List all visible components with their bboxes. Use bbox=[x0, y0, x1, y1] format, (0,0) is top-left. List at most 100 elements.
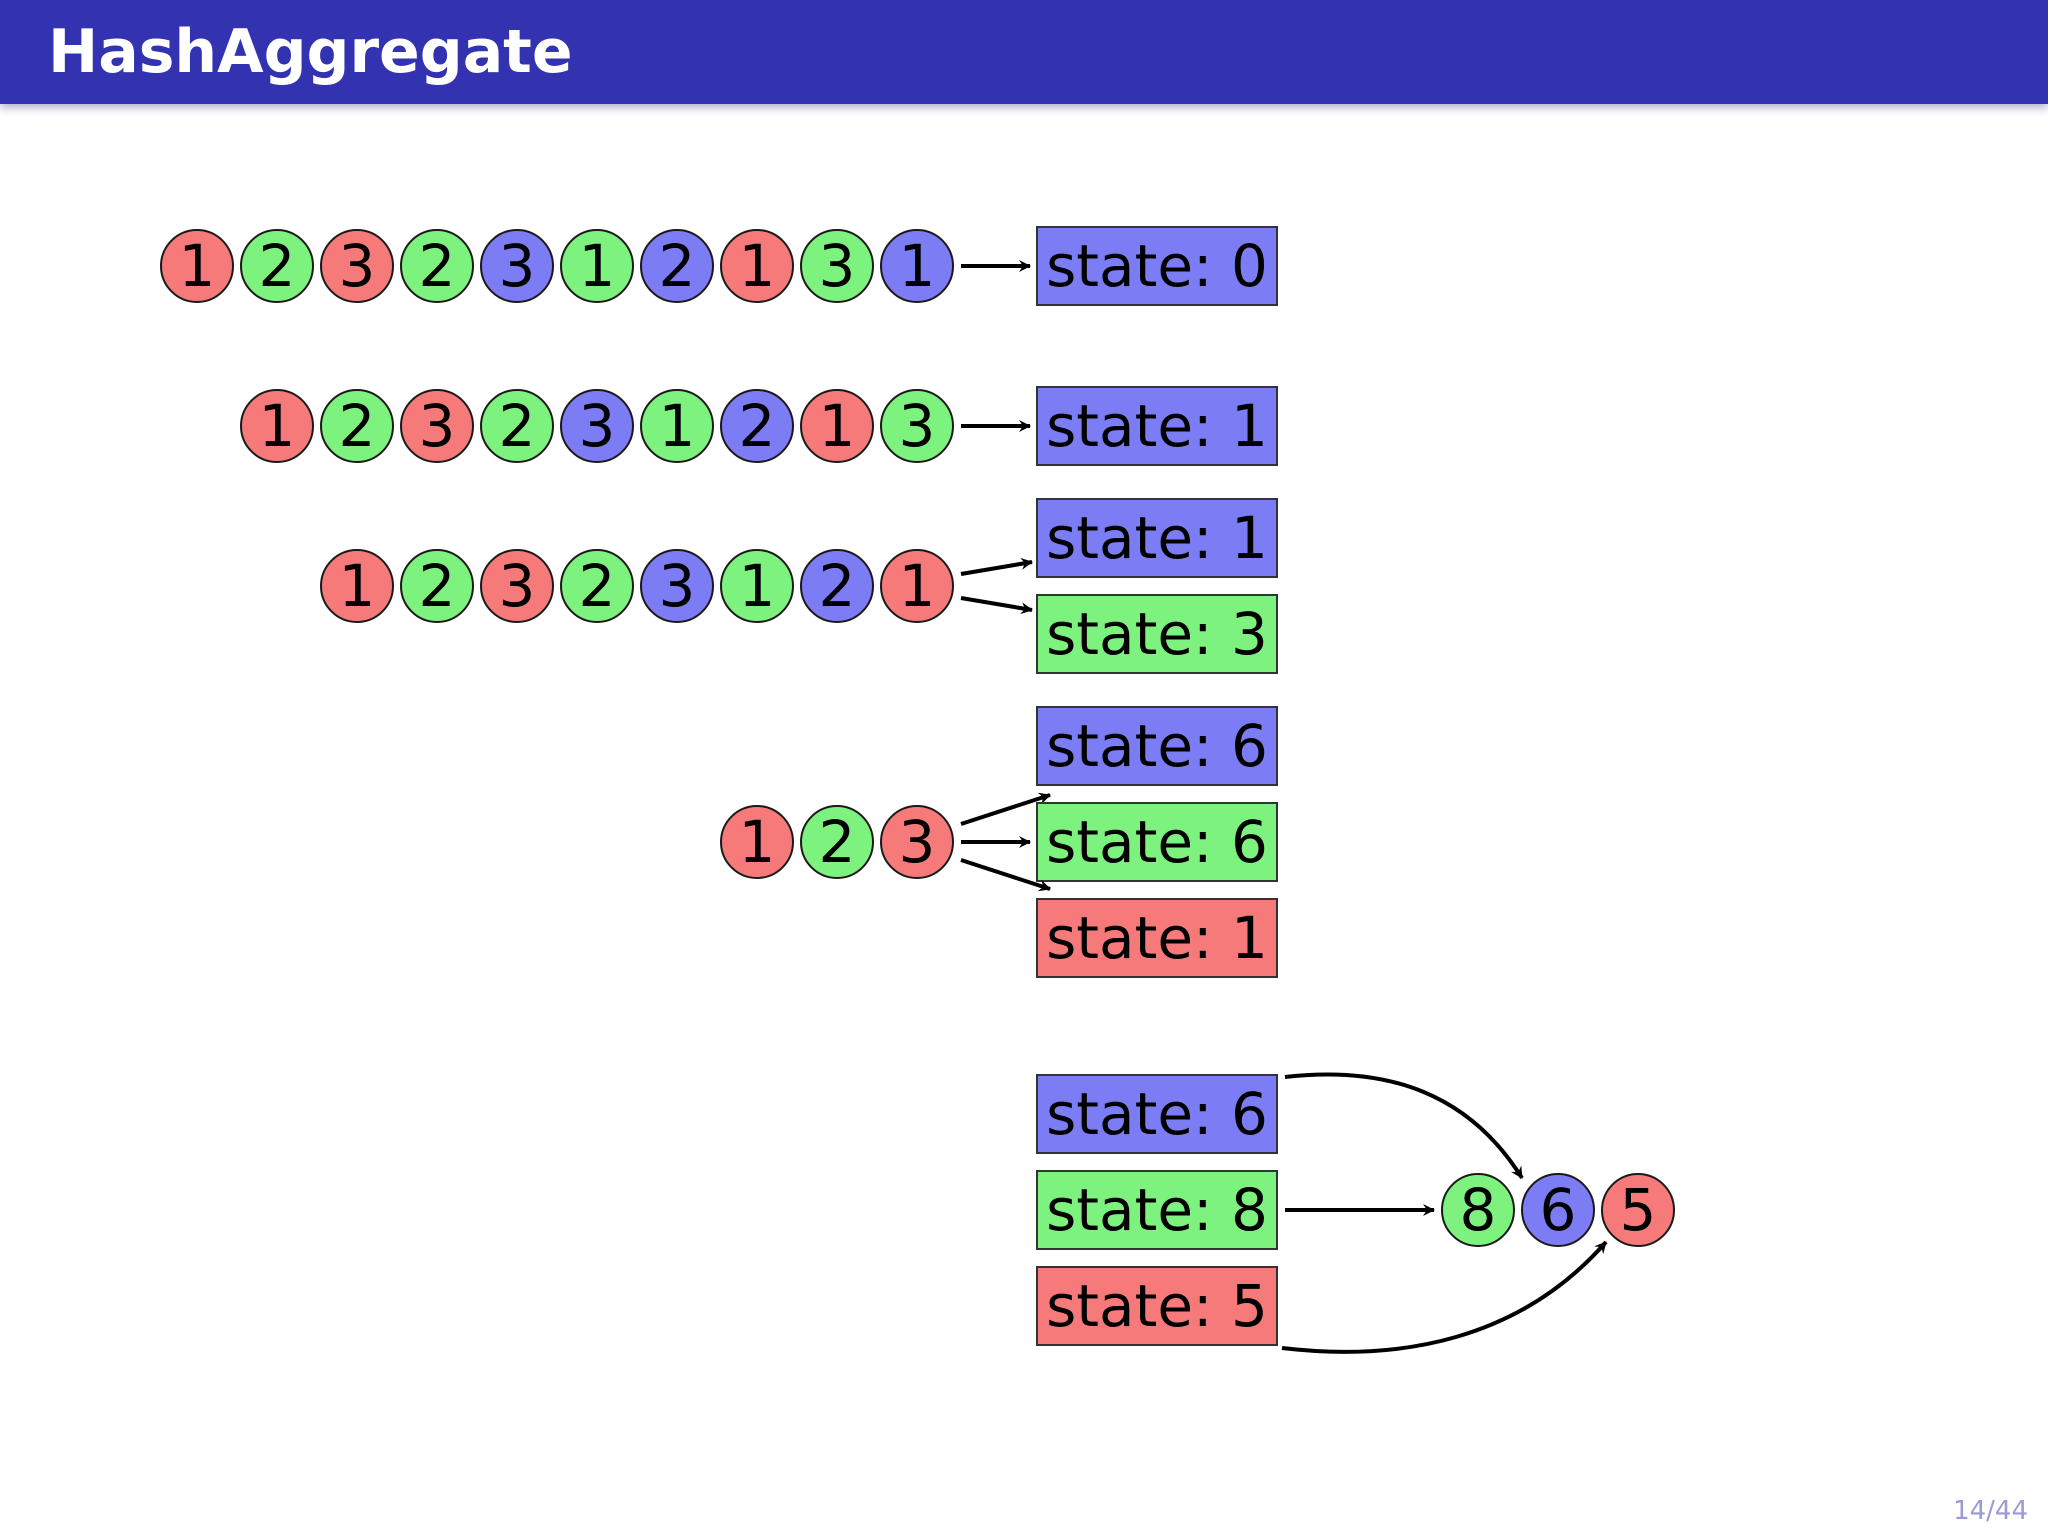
tuple-row3-7: 2 bbox=[800, 549, 874, 623]
tuple-row1-8-circle bbox=[720, 229, 794, 303]
output-tuple-2: 6 bbox=[1521, 1173, 1595, 1247]
tuple-row3-3-circle bbox=[480, 549, 554, 623]
tuple-row4-1-value: 1 bbox=[739, 808, 776, 876]
tuple-row3-6-value: 1 bbox=[739, 552, 776, 620]
tuple-row4-3-value: 3 bbox=[899, 808, 936, 876]
state-box-row4-1-label: state: 6 bbox=[1046, 712, 1268, 780]
tuple-row2-5: 3 bbox=[560, 389, 634, 463]
output-tuple-3: 5 bbox=[1601, 1173, 1675, 1247]
tuple-row3-6: 1 bbox=[720, 549, 794, 623]
tuple-row1-5-circle bbox=[480, 229, 554, 303]
tuple-row1-6-value: 1 bbox=[579, 232, 616, 300]
tuple-row3-6-circle bbox=[720, 549, 794, 623]
tuple-row1-7: 2 bbox=[640, 229, 714, 303]
tuple-row1-4-circle bbox=[400, 229, 474, 303]
tuple-row1-5: 3 bbox=[480, 229, 554, 303]
tuple-row1-7-value: 2 bbox=[659, 232, 696, 300]
final-state-box-2-rect bbox=[1036, 1170, 1278, 1250]
state-box-row2-1: state: 1 bbox=[1036, 386, 1278, 466]
tuple-row3-1-value: 1 bbox=[339, 552, 376, 620]
tuple-row2-4: 2 bbox=[480, 389, 554, 463]
arrow-row3-1 bbox=[960, 557, 1033, 576]
tuple-row1-3-value: 3 bbox=[339, 232, 376, 300]
final-state-box-2-label: state: 8 bbox=[1046, 1176, 1268, 1244]
tuple-row1-3-circle bbox=[320, 229, 394, 303]
final-state-box-1-rect bbox=[1036, 1074, 1278, 1154]
tuple-row2-6: 1 bbox=[640, 389, 714, 463]
tuple-row2-1: 1 bbox=[240, 389, 314, 463]
tuple-row3-4-value: 2 bbox=[579, 552, 616, 620]
tuple-row3-2-circle bbox=[400, 549, 474, 623]
tuple-row1-7-circle bbox=[640, 229, 714, 303]
tuple-row2-2-value: 2 bbox=[339, 392, 376, 460]
tuple-row2-9: 3 bbox=[880, 389, 954, 463]
arrow-row3-2 bbox=[960, 596, 1033, 615]
state-box-row3-2-rect bbox=[1036, 594, 1278, 674]
output-tuple-2-circle bbox=[1521, 1173, 1595, 1247]
state-box-row4-1-rect bbox=[1036, 706, 1278, 786]
tuple-row1-2: 2 bbox=[240, 229, 314, 303]
tuple-row3-2: 2 bbox=[400, 549, 474, 623]
state-box-row3-1: state: 1 bbox=[1036, 498, 1278, 578]
tuple-row4-2: 2 bbox=[800, 805, 874, 879]
state-box-row2-1-rect bbox=[1036, 386, 1278, 466]
tuple-row1-9-value: 3 bbox=[819, 232, 856, 300]
tuple-row1-10-circle bbox=[880, 229, 954, 303]
state-box-row4-3-rect bbox=[1036, 898, 1278, 978]
state-box-row4-3: state: 1 bbox=[1036, 898, 1278, 978]
output-tuple-1: 8 bbox=[1441, 1173, 1515, 1247]
tuple-row2-1-circle bbox=[240, 389, 314, 463]
tuple-row2-4-circle bbox=[480, 389, 554, 463]
tuple-row3-1: 1 bbox=[320, 549, 394, 623]
tuple-row1-10-value: 1 bbox=[899, 232, 936, 300]
tuple-row1-10: 1 bbox=[880, 229, 954, 303]
tuple-row1-1-value: 1 bbox=[179, 232, 216, 300]
tuple-row3-8: 1 bbox=[880, 549, 954, 623]
tuple-row1-4: 2 bbox=[400, 229, 474, 303]
state-box-row1-1: state: 0 bbox=[1036, 226, 1278, 306]
tuple-row4-3-circle bbox=[880, 805, 954, 879]
tuple-row3-7-circle bbox=[800, 549, 874, 623]
tuple-row1-8-value: 1 bbox=[739, 232, 776, 300]
tuple-row1-6: 1 bbox=[560, 229, 634, 303]
final-state-box-2: state: 8 bbox=[1036, 1170, 1278, 1250]
state-box-row3-2: state: 3 bbox=[1036, 594, 1278, 674]
output-tuple-3-value: 5 bbox=[1620, 1176, 1657, 1244]
tuple-row3-7-value: 2 bbox=[819, 552, 856, 620]
slide-title: HashAggregate bbox=[48, 17, 573, 87]
tuple-row3-8-circle bbox=[880, 549, 954, 623]
tuple-row2-9-value: 3 bbox=[899, 392, 936, 460]
tuple-row3-2-value: 2 bbox=[419, 552, 456, 620]
final-state-box-1-label: state: 6 bbox=[1046, 1080, 1268, 1148]
final-state-box-3: state: 5 bbox=[1036, 1266, 1278, 1346]
page-number: 14/44 bbox=[1953, 1496, 2028, 1526]
state-box-row2-1-label: state: 1 bbox=[1046, 392, 1268, 460]
final-state-box-3-label: state: 5 bbox=[1046, 1272, 1268, 1340]
tuple-row3-5: 3 bbox=[640, 549, 714, 623]
state-box-row4-1: state: 6 bbox=[1036, 706, 1278, 786]
state-box-row4-2-rect bbox=[1036, 802, 1278, 882]
tuple-row2-3-circle bbox=[400, 389, 474, 463]
arrow-row4-3 bbox=[960, 858, 1051, 892]
tuple-row4-2-value: 2 bbox=[819, 808, 856, 876]
tuple-row2-5-value: 3 bbox=[579, 392, 616, 460]
state-box-row4-3-label: state: 1 bbox=[1046, 904, 1268, 972]
tuple-row3-8-value: 1 bbox=[899, 552, 936, 620]
final-arrow-1 bbox=[1284, 1072, 1524, 1180]
tuple-row1-6-circle bbox=[560, 229, 634, 303]
tuple-row4-2-circle bbox=[800, 805, 874, 879]
tuple-row1-8: 1 bbox=[720, 229, 794, 303]
tuple-row2-4-value: 2 bbox=[499, 392, 536, 460]
tuple-row2-1-value: 1 bbox=[259, 392, 296, 460]
tuple-row3-5-circle bbox=[640, 549, 714, 623]
tuple-row1-9-circle bbox=[800, 229, 874, 303]
tuple-row2-6-circle bbox=[640, 389, 714, 463]
tuple-row2-7-value: 2 bbox=[739, 392, 776, 460]
state-box-row4-2-label: state: 6 bbox=[1046, 808, 1268, 876]
title-bar: HashAggregate bbox=[0, 0, 2048, 104]
tuple-row2-5-circle bbox=[560, 389, 634, 463]
tuple-row3-3-value: 3 bbox=[499, 552, 536, 620]
tuple-row1-1-circle bbox=[160, 229, 234, 303]
tuple-row1-4-value: 2 bbox=[419, 232, 456, 300]
